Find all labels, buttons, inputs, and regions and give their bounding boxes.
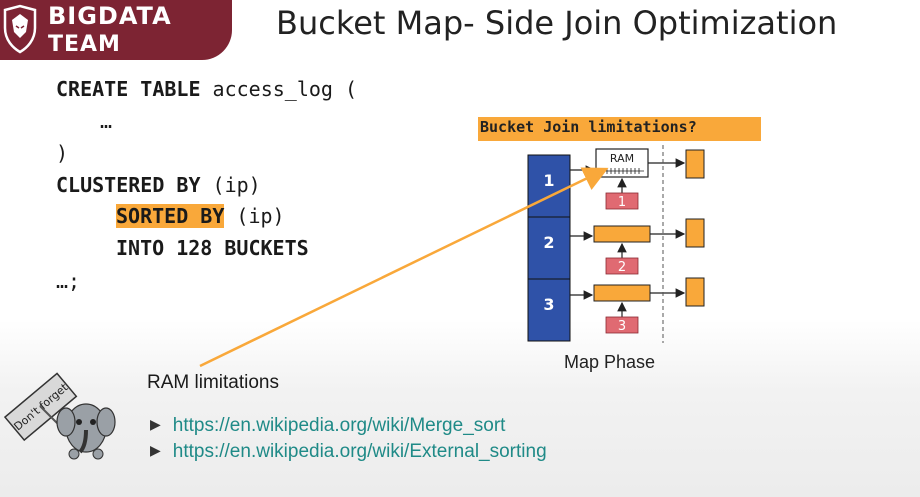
limitations-heading: Bucket Join limitations? [480, 118, 697, 136]
code-line-2: … [100, 109, 113, 133]
code-line-7: …; [56, 269, 81, 293]
code-keyword: CREATE TABLE [56, 77, 201, 101]
small-bucket-3 [605, 316, 639, 334]
small-bucket-2 [605, 257, 639, 275]
bucket-column-2 [527, 216, 571, 280]
code-line-3: ) [56, 141, 69, 165]
footer-band [0, 320, 920, 497]
merge-sort-link[interactable]: https://en.wikipedia.org/wiki/Merge_sort [172, 415, 506, 436]
ram-pointer-arrow [199, 167, 609, 368]
ram-limitations-label: RAM limitations [147, 372, 279, 393]
code-keyword: CLUSTERED BY [56, 173, 201, 197]
bucket-label-1: 1 [543, 171, 554, 190]
sort-box-2 [593, 225, 651, 243]
ram-label: RAM [610, 152, 634, 165]
sort-box-3 [593, 284, 651, 302]
small-bucket-label-3: 3 [618, 319, 626, 334]
limitations-highlight [478, 117, 761, 141]
bucket-column-1 [527, 154, 571, 218]
code-text: (ip) [224, 204, 285, 228]
triangle-bullet-icon: ▶ [150, 442, 161, 458]
code-line-1: CREATE TABLE access_log ( [56, 74, 357, 104]
slide-title: Bucket Map- Side Join Optimization [276, 4, 838, 42]
link-row-merge-sort: ▶ https://en.wikipedia.org/wiki/Merge_sor… [150, 415, 505, 437]
brand-logo: BIGDATA TEAM [0, 0, 232, 60]
brand-line1: BIGDATA [48, 2, 172, 30]
triangle-bullet-icon: ▶ [150, 416, 161, 432]
brand-line2: TEAM [48, 32, 121, 57]
bucket-column-3 [527, 278, 571, 342]
code-line-6: INTO 128 BUCKETS [116, 236, 309, 260]
bucket-label-2: 2 [543, 233, 554, 252]
map-phase-caption: Map Phase [564, 352, 656, 372]
code-text: access_log ( [200, 77, 358, 101]
code-highlight: SORTED BY [116, 204, 225, 228]
link-row-external-sorting: ▶ https://en.wikipedia.org/wiki/External_… [150, 441, 547, 463]
dont-forget-sticker: Don't forget [3, 372, 116, 460]
external-sorting-link[interactable]: https://en.wikipedia.org/wiki/External_s… [172, 441, 547, 462]
code-line-4: CLUSTERED BY (ip) [56, 170, 261, 200]
code-line-5: SORTED BY (ip) [116, 201, 285, 231]
output-box-1 [685, 149, 705, 179]
code-text: (ip) [200, 173, 261, 197]
lion-shield-icon [3, 4, 37, 54]
small-bucket-label-2: 2 [618, 260, 626, 275]
output-box-3 [685, 277, 705, 307]
bucket-label-3: 3 [543, 295, 554, 314]
output-box-2 [685, 218, 705, 248]
small-bucket-1 [605, 192, 639, 210]
small-bucket-label-1: 1 [618, 195, 626, 210]
